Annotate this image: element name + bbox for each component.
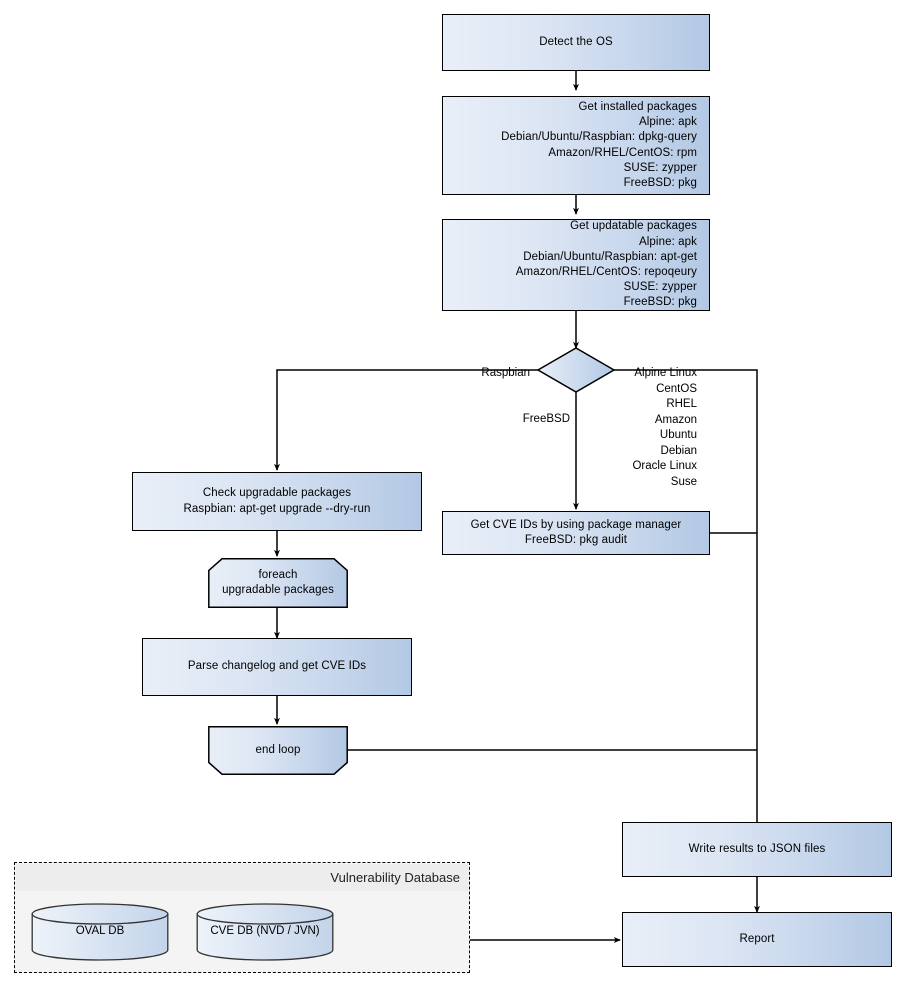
node-get-installed-packages[interactable]: Get installed packages Alpine: apk Debia… [442,96,710,195]
edge-decision-raspbian [273,369,538,472]
end-loop-label: end loop [255,743,301,756]
node-foreach-loop-start[interactable]: foreach upgradable packages [208,558,348,608]
edge-label-freebsd: FreeBSD [522,413,570,425]
node-end-loop[interactable]: end loop [208,726,348,775]
decision-diamond [536,347,616,393]
edge-decision-distros [614,369,760,830]
cve-db-cylinder-icon [196,903,334,961]
cve-db-label: CVE DB (NVD / JVN) [210,925,320,937]
edge-label-raspbian: Raspbian [481,367,530,379]
edge-label-distros: Alpine Linux CentOS RHEL Amazon Ubuntu D… [632,367,697,488]
database-cve-db[interactable]: CVE DB (NVD / JVN) [196,903,334,961]
node-get-cve-ids[interactable]: Get CVE IDs by using package manager Fre… [442,511,710,555]
node-detect-os[interactable]: Detect the OS [442,14,710,71]
node-report[interactable]: Report [622,912,892,967]
node-check-upgradable-packages[interactable]: Check upgradable packages Raspbian: apt-… [132,472,422,531]
node-write-results-json[interactable]: Write results to JSON files [622,822,892,877]
vulnerability-database-title: Vulnerability Database [16,864,468,891]
foreach-label: foreach upgradable packages [222,568,334,596]
oval-db-label: OVAL DB [75,925,125,937]
node-get-updatable-packages[interactable]: Get updatable packages Alpine: apk Debia… [442,219,710,311]
database-oval-db[interactable]: OVAL DB [31,903,169,961]
oval-db-cylinder-icon [31,903,169,961]
node-parse-changelog[interactable]: Parse changelog and get CVE IDs [142,638,412,696]
